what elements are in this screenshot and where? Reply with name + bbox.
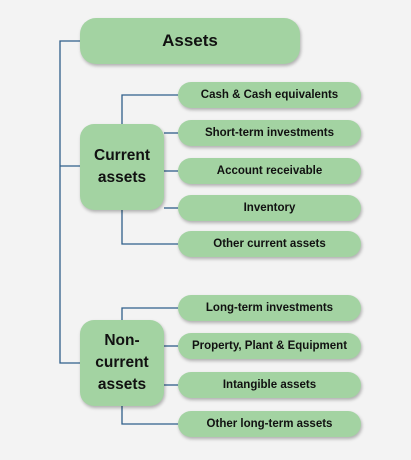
item-node-other-current-assets: Other current assets: [178, 231, 361, 257]
item-label: Account receivable: [216, 165, 323, 177]
item-node-other-long-term-assets: Other long-term assets: [178, 411, 361, 437]
category-label-current: Current assets: [94, 147, 150, 186]
category-node-current-assets: Current assets: [80, 124, 164, 210]
item-node-intangible-assets: Intangible assets: [178, 372, 361, 398]
connector-noncurrent-bracket: [121, 307, 178, 320]
item-label: Other long-term assets: [206, 418, 333, 430]
item-label: Long-term investments: [205, 302, 334, 314]
item-node-short-term-investments: Short-term investments: [178, 120, 361, 146]
item-label: Short-term investments: [204, 127, 335, 139]
category-node-non-current-assets: Non-current assets: [80, 320, 164, 406]
root-node-assets: Assets: [80, 18, 300, 64]
item-label: Inventory: [243, 202, 296, 214]
item-node-account-receivable: Account receivable: [178, 158, 361, 184]
connector-noncurrent-to-item-9: [121, 406, 178, 425]
connector-root-to-categories: [59, 40, 80, 364]
item-node-long-term-investments: Long-term investments: [178, 295, 361, 321]
item-label: Other current assets: [213, 238, 326, 250]
item-label: Cash & Cash equivalents: [200, 89, 339, 101]
category-label-non-current: Non-current assets: [95, 332, 149, 393]
root-node-label: Assets: [162, 31, 218, 50]
connector-current-to-item-5: [121, 210, 178, 245]
connector-current-bracket: [121, 94, 178, 124]
item-node-inventory: Inventory: [178, 195, 361, 221]
item-label: Intangible assets: [222, 379, 317, 391]
item-label: Property, Plant & Equipment: [191, 340, 348, 352]
item-node-cash: Cash & Cash equivalents: [178, 82, 361, 108]
item-node-property-plant-equipment: Property, Plant & Equipment: [178, 333, 361, 359]
